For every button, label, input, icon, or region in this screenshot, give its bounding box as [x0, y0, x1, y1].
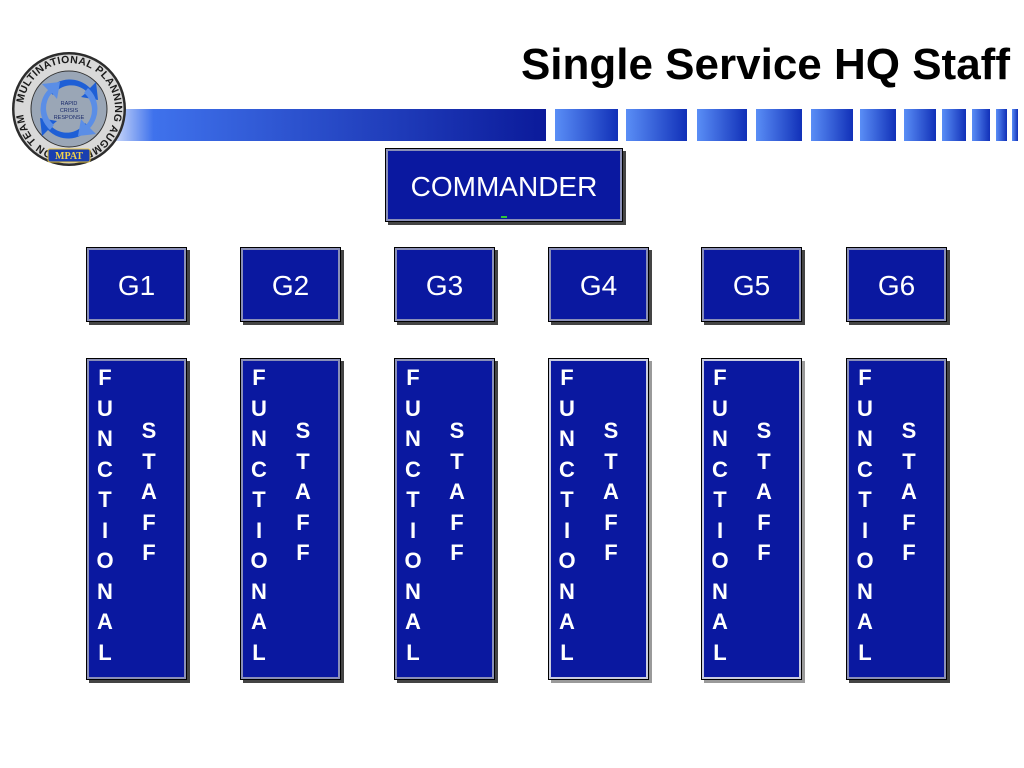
g1-box: G1 [86, 247, 187, 322]
mpat-logo: MULTINATIONAL PLANNING AUGMENTATION TEAM… [12, 52, 126, 166]
header-bar-main [100, 109, 546, 141]
staff-label: S T A F F [295, 418, 311, 565]
g3-label: G3 [425, 270, 464, 301]
functional-label: F U N C T I O N A L [711, 365, 729, 665]
staff-label: S T A F F [756, 418, 772, 565]
header-bar-segment [860, 109, 896, 141]
g1-label: G1 [117, 270, 156, 301]
functional-label: F U N C T I O N A L [250, 365, 268, 665]
header-bar-segment [972, 109, 990, 141]
header-bar-segment [697, 109, 747, 141]
g3-functional-staff-column: F U N C T I O N A L S T A F F [394, 358, 495, 680]
header-bar-segment [811, 109, 853, 141]
g6-functional-staff-column: F U N C T I O N A L S T A F F [846, 358, 947, 680]
g4-functional-staff-column: F U N C T I O N A L S T A F F [548, 358, 649, 680]
slide-title: Single Service HQ Staff [520, 40, 1010, 89]
g5-functional-staff-column: F U N C T I O N A L S T A F F [701, 358, 802, 680]
logo-center-text-3: RESPONSE [54, 115, 85, 121]
header-bar-segment [904, 109, 936, 141]
g6-box: G6 [846, 247, 947, 322]
functional-label: F U N C T I O N A L [558, 365, 576, 665]
functional-label: F U N C T I O N A L [404, 365, 422, 665]
header-bar-segment [555, 109, 618, 141]
staff-label: S T A F F [141, 418, 157, 565]
commander-box: COMMANDER [385, 148, 623, 222]
functional-label: F U N C T I O N A L [96, 365, 114, 665]
header-bar-segment [756, 109, 802, 141]
g4-box: G4 [548, 247, 649, 322]
header-bar-segment [626, 109, 687, 141]
g2-functional-staff-column: F U N C T I O N A L S T A F F [240, 358, 341, 680]
header-bar-segment [1012, 109, 1018, 141]
g2-label: G2 [271, 270, 310, 301]
functional-label: F U N C T I O N A L [856, 365, 874, 665]
staff-label: S T A F F [603, 418, 619, 565]
logo-center-text-2: CRISIS [60, 108, 79, 114]
staff-label: S T A F F [449, 418, 465, 565]
header-bar-segment [996, 109, 1007, 141]
g1-functional-staff-column: F U N C T I O N A L S T A F F [86, 358, 187, 680]
logo-center-text-1: RAPID [61, 101, 78, 107]
header-bar-segment [942, 109, 966, 141]
staff-label: S T A F F [901, 418, 917, 565]
g5-box: G5 [701, 247, 802, 322]
g2-box: G2 [240, 247, 341, 322]
commander-label: COMMANDER [410, 171, 598, 202]
g5-label: G5 [732, 270, 771, 301]
g3-box: G3 [394, 247, 495, 322]
commander-accent-mark [501, 216, 507, 218]
g6-label: G6 [877, 270, 916, 301]
logo-badge: MPAT [55, 151, 83, 162]
g4-label: G4 [579, 270, 618, 301]
